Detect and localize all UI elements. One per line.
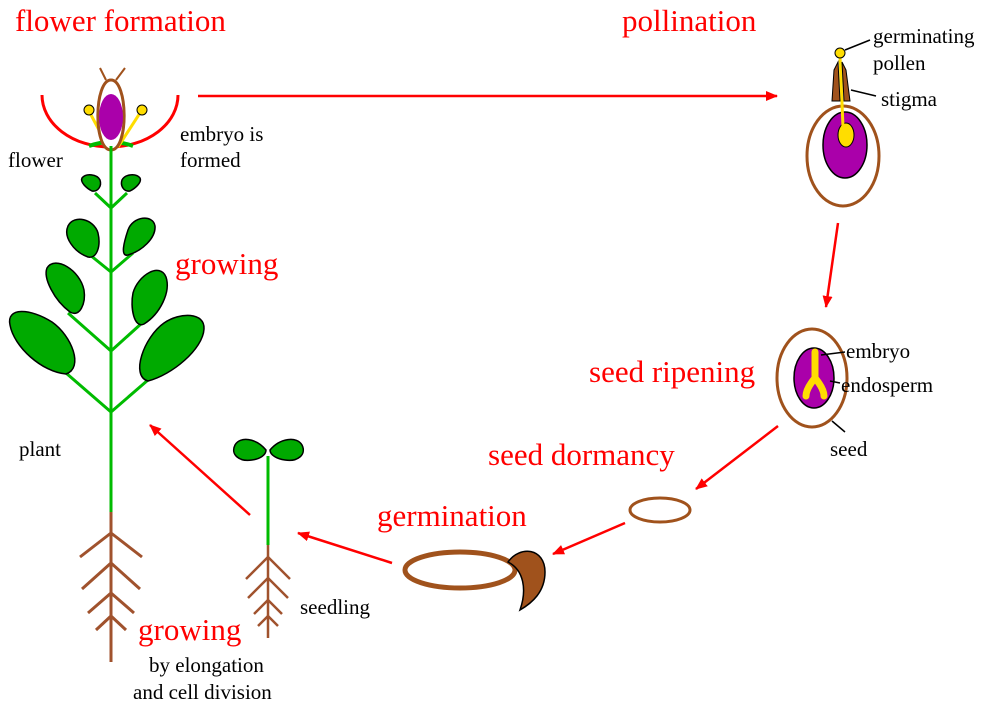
stage-title-growing-plant: growing	[175, 246, 278, 281]
stage-title-seed-dormancy: seed dormancy	[488, 437, 675, 472]
germinating-seed-illustration	[405, 551, 545, 610]
flower-illustration	[42, 68, 178, 150]
label-seedling: seedling	[300, 595, 370, 619]
ripening-seed-illustration	[777, 329, 847, 432]
label-embryo: embryo	[846, 339, 910, 363]
label-germinating-pollen-line2: pollen	[873, 51, 926, 75]
pollinated-ovule-illustration	[807, 40, 879, 206]
label-embryo-formed-line1: embryo is	[180, 122, 263, 146]
dormant-seed-illustration	[630, 498, 690, 522]
stage-title-pollination: pollination	[622, 3, 757, 38]
stage-title-seed-ripening: seed ripening	[589, 354, 755, 389]
arrow-germination-to-seedling	[298, 533, 392, 563]
label-endosperm: endosperm	[841, 373, 933, 397]
label-seed: seed	[830, 437, 868, 461]
stage-title-germination: germination	[377, 498, 527, 533]
arrow-pollination-to-ripening	[826, 223, 838, 307]
stage-title-flower-formation: flower formation	[15, 3, 226, 38]
stage-title-growing-seedling: growing	[138, 612, 241, 647]
arrow-seedling-to-plant	[150, 425, 250, 515]
label-elongation-line2: and cell division	[133, 680, 272, 704]
label-plant: plant	[19, 437, 61, 461]
label-stigma: stigma	[881, 87, 938, 111]
label-elongation-line1: by elongation	[149, 653, 264, 677]
label-embryo-formed-line2: formed	[180, 148, 241, 172]
arrow-ripening-to-dormancy	[696, 426, 778, 489]
cycle-arrows	[150, 96, 838, 563]
label-flower: flower	[8, 148, 63, 172]
label-germinating-pollen-line1: germinating	[873, 24, 975, 48]
seedling-illustration	[234, 439, 304, 638]
arrow-dormancy-to-germination	[553, 523, 625, 554]
